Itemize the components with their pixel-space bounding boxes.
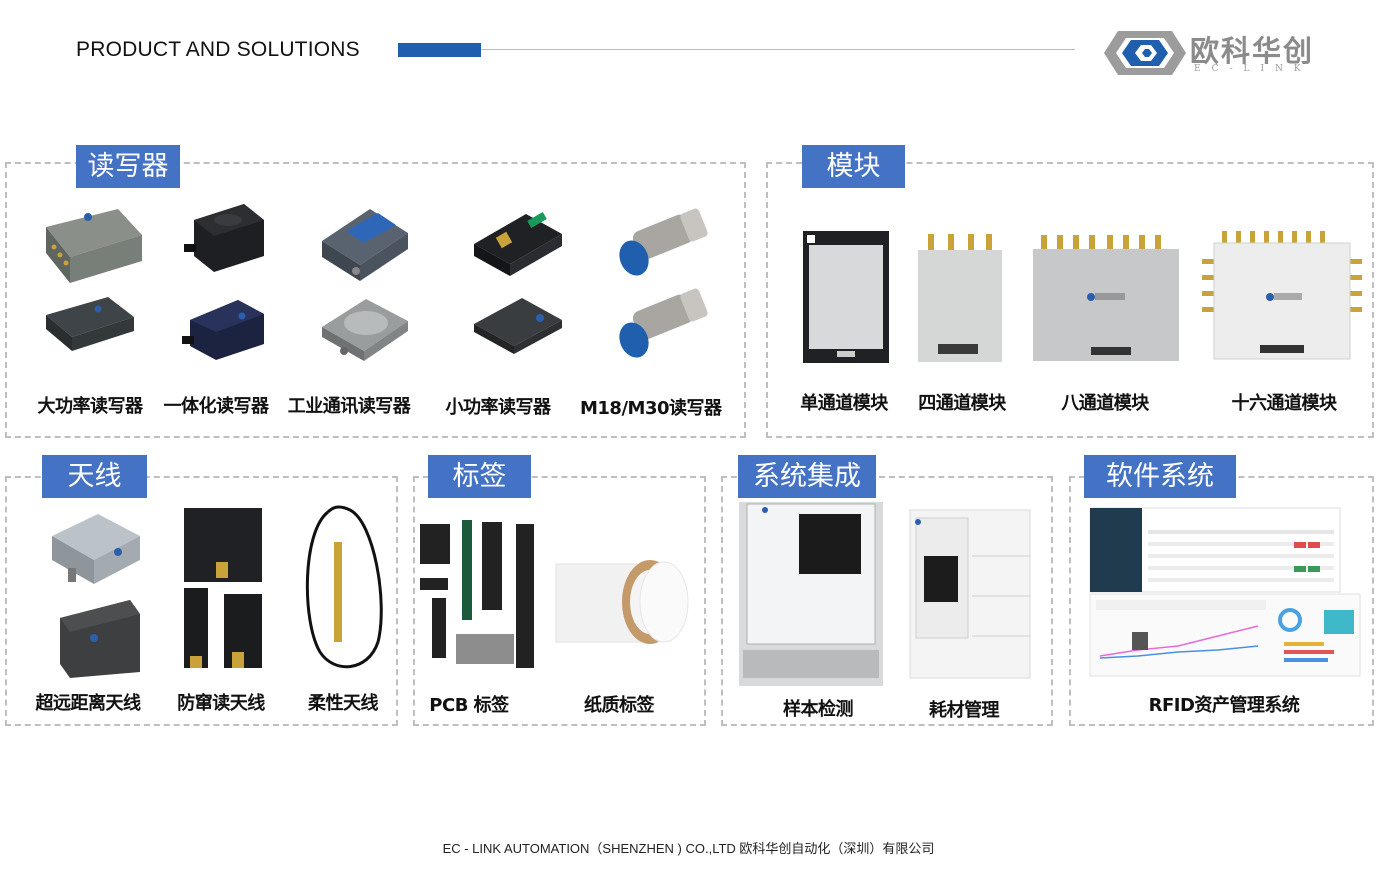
readers-section (5, 162, 746, 438)
reader-label-industrial: 工业通讯读写器 (287, 396, 411, 417)
readers-tag: 读写器 (76, 145, 180, 188)
tag-label-pcb: PCB 标签 (429, 695, 509, 716)
flexible-antenna-image (305, 505, 383, 669)
module-label-single: 单通道模块 (800, 393, 888, 414)
m18-m30-reader-image (619, 208, 708, 358)
tags-section (413, 476, 706, 726)
module-label-eight: 八通道模块 (1061, 393, 1149, 414)
high-power-reader-image (46, 209, 142, 351)
tag-label-paper: 纸质标签 (584, 695, 655, 716)
integration-label-sample-testing: 样本检测 (783, 699, 854, 720)
integrated-reader-image (182, 204, 264, 360)
sixteen-channel-module-image (1202, 231, 1362, 360)
tags-tag: 标签 (428, 455, 531, 498)
module-label-sixteen: 十六通道模块 (1231, 393, 1338, 414)
modules-tag: 模块 (802, 145, 905, 188)
company-logo: 欧科华创 EC-LINK (1102, 26, 1332, 80)
pcb-tag-image (420, 520, 534, 668)
integration-section (721, 476, 1053, 726)
integration-tag: 系统集成 (738, 455, 876, 498)
antenna-section (5, 476, 398, 726)
integration-label-consumables: 耗材管理 (929, 700, 1000, 721)
reader-label-low-power: 小功率读写器 (445, 397, 552, 418)
reader-label-m18-m30: M18/M30读写器 (580, 398, 722, 419)
antenna-label-anti-crosstalk: 防窜读天线 (177, 693, 265, 714)
eight-channel-module-image (1033, 235, 1179, 361)
logo-mark-icon (1104, 31, 1186, 75)
footer-company-name: EC - LINK AUTOMATION（SHENZHEN ) CO.,LTD … (442, 841, 935, 856)
antenna-tag: 天线 (42, 455, 147, 498)
reader-label-integrated: 一体化读写器 (163, 396, 270, 417)
reader-label-high-power: 大功率读写器 (37, 396, 144, 417)
module-label-four: 四通道模块 (918, 393, 1006, 414)
single-channel-module-image (803, 231, 889, 363)
header-accent-bar (398, 43, 481, 57)
rfid-asset-system-screenshot-image (1089, 507, 1361, 677)
four-channel-module-image (918, 234, 1002, 362)
sample-testing-machine-image (739, 502, 883, 686)
antenna-label-long-range: 超远距离天线 (35, 693, 142, 714)
software-label-rfid-asset-system: RFID资产管理系统 (1148, 695, 1300, 716)
antenna-label-flexible: 柔性天线 (308, 693, 379, 714)
anti-crosstalk-antenna-image (184, 508, 262, 668)
long-range-antenna-image (52, 514, 140, 678)
logo-text: 欧科华创 (1190, 34, 1315, 68)
consumables-management-cabinet-image (909, 509, 1031, 679)
page-title: PRODUCT AND SOLUTIONS (76, 38, 360, 61)
software-tag: 软件系统 (1084, 455, 1236, 498)
paper-tag-image (555, 560, 689, 644)
logo-subtext: EC-LINK (1194, 64, 1312, 74)
industrial-reader-image (322, 209, 408, 361)
low-power-reader-image (474, 212, 562, 354)
modules-section (766, 162, 1374, 438)
header-divider (481, 49, 1075, 50)
